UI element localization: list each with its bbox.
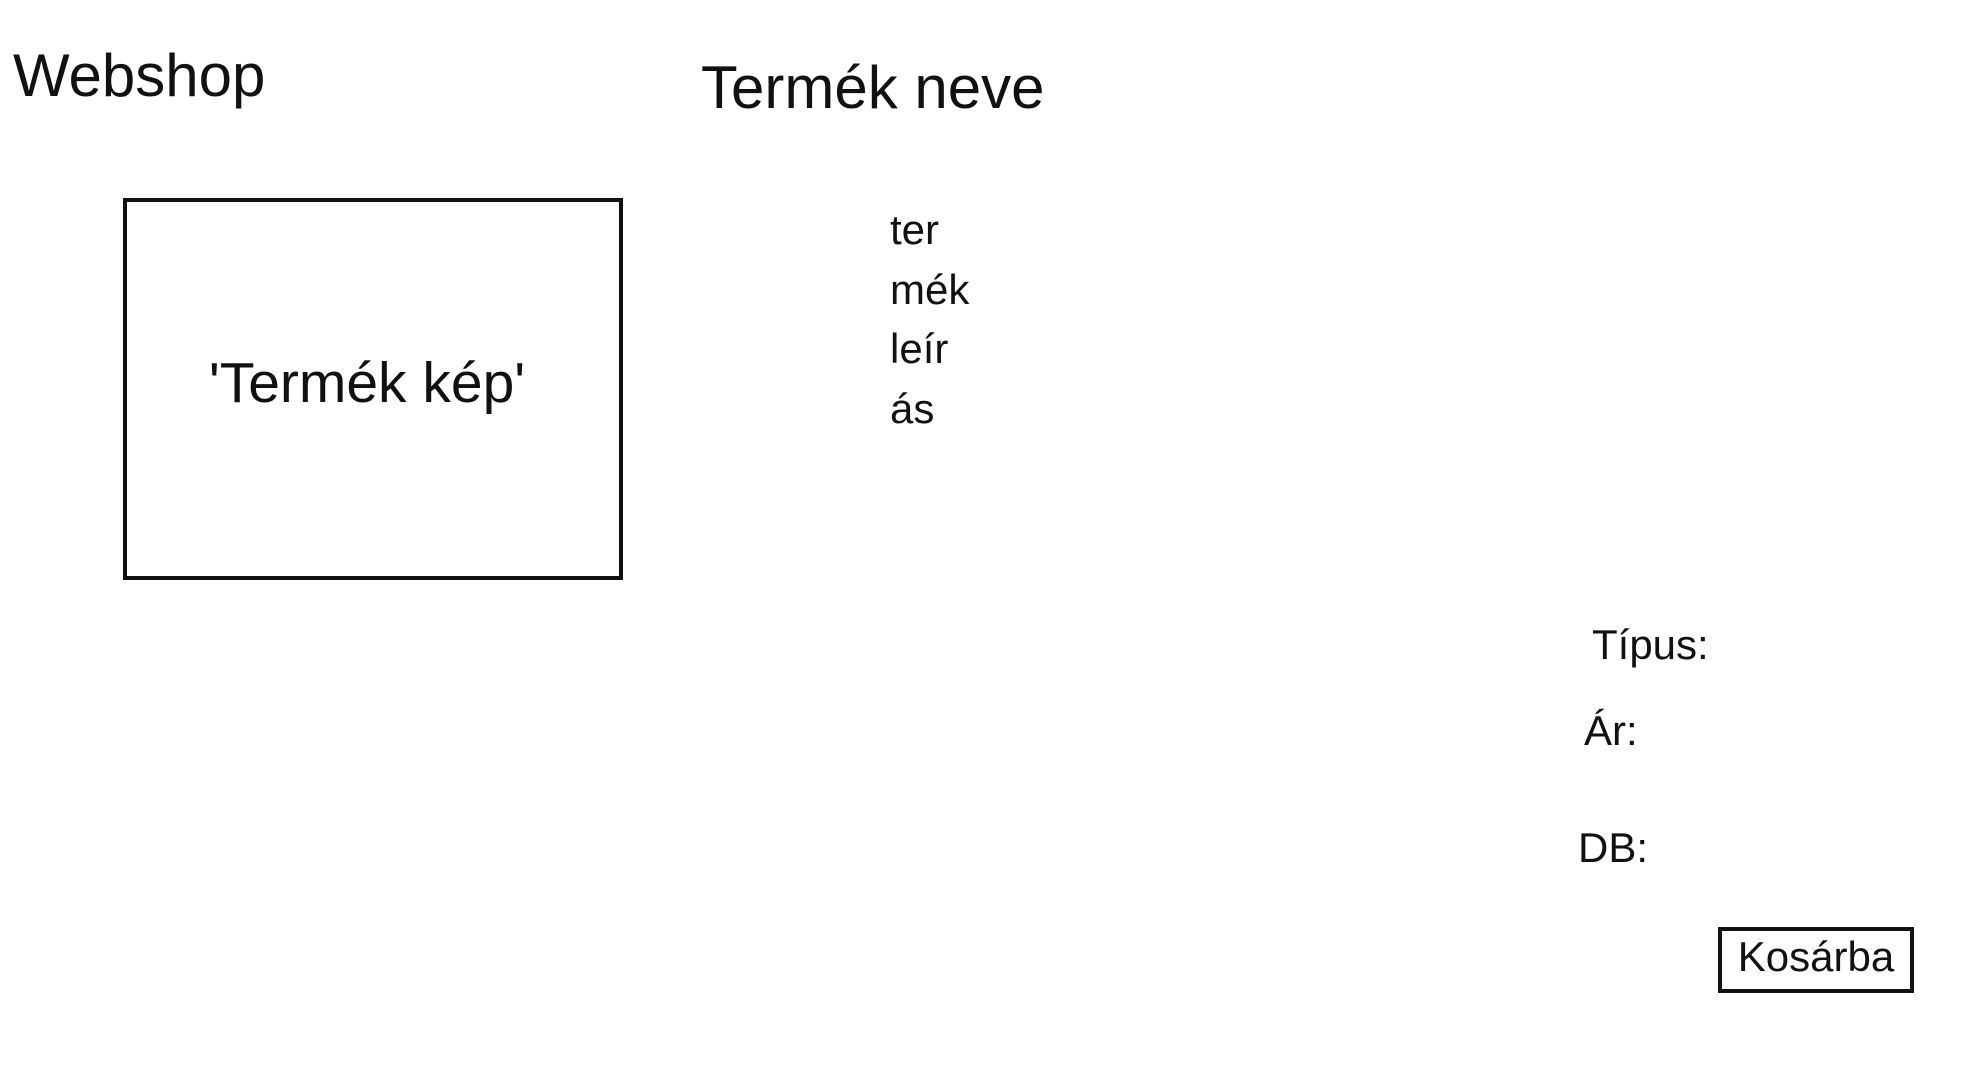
add-to-cart-button[interactable]: Kosárba xyxy=(1718,927,1914,993)
product-description: termékleírás xyxy=(890,206,970,432)
product-image-label: 'Termék kép' xyxy=(208,350,526,415)
product-quantity-label: DB: xyxy=(1578,824,1649,871)
product-type-label: Típus: xyxy=(1592,621,1709,668)
product-name: Termék neve xyxy=(701,54,1045,121)
product-image-placeholder: 'Termék kép' xyxy=(123,198,623,580)
site-title: Webshop xyxy=(13,42,266,109)
product-price-label: Ár: xyxy=(1584,707,1638,754)
